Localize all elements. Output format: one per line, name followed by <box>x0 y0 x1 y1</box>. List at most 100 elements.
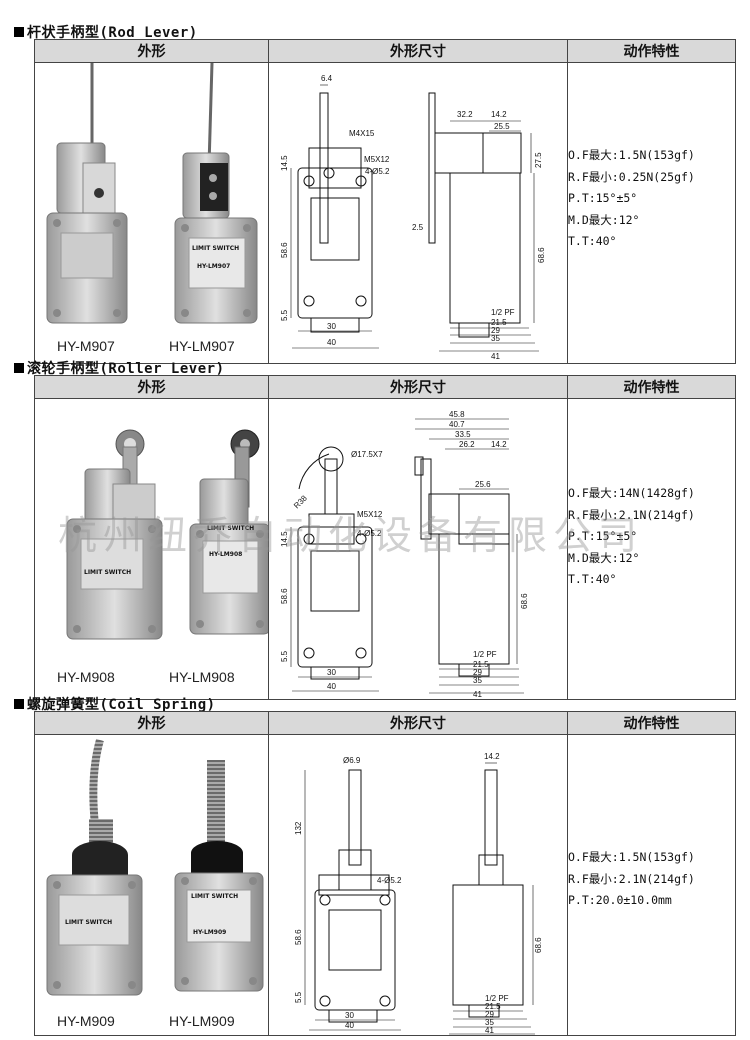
header-dimensions: 外形尺寸 <box>268 711 568 735</box>
dim-label: 58.6 <box>280 588 289 604</box>
product-photo-coil-spring <box>46 738 264 996</box>
property-line: O.F最大:1.5N(153gf) <box>568 850 695 864</box>
header-characteristics: 动作特性 <box>567 39 736 63</box>
property-line: P.T:20.0±10.0mm <box>568 893 672 907</box>
dimension-drawing-roller-lever: Ø17.5X7 R38 M5X12 4-Ø5.2 14.5 58.6 5.5 3… <box>280 410 529 699</box>
property-line: T.T:40° <box>568 572 617 586</box>
dimension-drawing-coil-spring: Ø6.9 132 4-Ø5.2 58.6 5.5 30 40 14.2 68.6… <box>294 752 543 1035</box>
label-plate-text: LIMIT SWITCH <box>84 569 132 576</box>
dim-label: 41 <box>473 690 482 699</box>
dim-label: 1/2 PF <box>491 308 515 317</box>
section-title-rod-lever: 杆状手柄型(Rod Lever) <box>14 22 198 42</box>
dim-label: 41 <box>491 352 500 361</box>
spec-table-coil-spring: 外形 外形尺寸 动作特性 <box>34 711 736 1036</box>
dim-label: M5X12 <box>357 510 383 519</box>
dim-label: 68.6 <box>534 937 543 953</box>
label-plate-text: LIMIT SWITCH <box>207 525 255 532</box>
property-line: M.D最大:12° <box>568 212 640 227</box>
dim-label: 14.2 <box>491 110 507 119</box>
dim-label: 2.5 <box>412 223 424 232</box>
dim-label: 68.6 <box>537 247 546 263</box>
dim-label: 14.2 <box>484 752 500 761</box>
property-line: M.D最大:12° <box>568 550 640 565</box>
spec-table-roller-lever: 外形 外形尺寸 动作特性 <box>34 375 736 700</box>
dim-label: 35 <box>491 334 500 343</box>
dim-label: 58.6 <box>280 242 289 258</box>
product-photo-rod-lever <box>46 63 258 324</box>
dim-label: 29 <box>485 1010 494 1019</box>
dim-label: 30 <box>327 668 336 677</box>
dim-label: 40.7 <box>449 420 465 429</box>
property-line: R.F最小:2.1N(214gf) <box>568 507 695 522</box>
dimension-drawing-cell: 6.4 M4X15 M5X12 4-Ø5.2 14.5 58.6 5.5 30 … <box>268 62 568 364</box>
dim-label: 35 <box>473 676 482 685</box>
dim-label: 21.5 <box>485 1002 501 1011</box>
characteristics-cell: O.F最大:1.5N(153gf) R.F最小:0.25N(25gf) P.T:… <box>567 62 736 364</box>
dim-label: 40 <box>327 682 336 691</box>
dim-label: 29 <box>473 668 482 677</box>
dim-label: 58.6 <box>294 929 303 945</box>
section-title-coil-spring: 螺旋弹簧型(Coil Spring) <box>14 694 216 714</box>
dim-label: 25.5 <box>494 122 510 131</box>
dimension-drawing-rod-lever: 6.4 M4X15 M5X12 4-Ø5.2 14.5 58.6 5.5 30 … <box>280 74 546 361</box>
dim-label: Ø6.9 <box>343 756 361 765</box>
property-line: R.F最小:0.25N(25gf) <box>568 169 695 184</box>
dim-label: 45.8 <box>449 410 465 419</box>
property-line: P.T:15°±5° <box>568 191 638 205</box>
appearance-cell: LIMIT SWITCH HY-LM907 HY-M907 HY-LM907 <box>34 62 269 364</box>
dim-label: 4-Ø5.2 <box>365 167 390 176</box>
dim-label: 5.5 <box>294 991 303 1003</box>
header-characteristics: 动作特性 <box>567 375 736 399</box>
dim-label: 21.5 <box>473 660 489 669</box>
property-line: O.F最大:1.5N(153gf) <box>568 148 695 162</box>
dim-label: M5X12 <box>364 155 390 164</box>
dim-label: 30 <box>327 322 336 331</box>
dim-label: 68.6 <box>520 593 529 609</box>
product-name: HY-M909 <box>57 1013 115 1029</box>
label-plate-model: HY-LM909 <box>193 929 227 936</box>
header-appearance: 外形 <box>34 39 269 63</box>
product-name: HY-M908 <box>57 669 115 685</box>
dim-label: 40 <box>327 338 336 347</box>
dim-label: 32.2 <box>457 110 473 119</box>
dim-label: 41 <box>485 1026 494 1035</box>
label-plate-text: LIMIT SWITCH <box>192 245 240 252</box>
appearance-cell: LIMIT SWITCH LIMIT SWITCH HY-LM909 HY-M9… <box>34 734 269 1036</box>
label-plate-text: LIMIT SWITCH <box>191 893 239 900</box>
label-plate-model: HY-LM907 <box>197 263 231 270</box>
header-appearance: 外形 <box>34 711 269 735</box>
dim-label: 27.5 <box>534 152 543 168</box>
dim-label: 30 <box>345 1011 354 1020</box>
dim-label: 35 <box>485 1018 494 1027</box>
label-plate-text: LIMIT SWITCH <box>65 919 113 926</box>
property-line: R.F最小:2.1N(214gf) <box>568 871 695 886</box>
product-name: HY-LM908 <box>169 669 235 685</box>
dim-label: 33.5 <box>455 430 471 439</box>
section-title-roller-lever: 滚轮手柄型(Roller Lever) <box>14 358 225 378</box>
spec-table-rod-lever: 外形 外形尺寸 动作特性 <box>34 39 736 364</box>
product-photo-roller-lever <box>66 429 268 640</box>
dim-label: 5.5 <box>280 309 289 321</box>
dim-label: 1/2 PF <box>485 994 509 1003</box>
dim-label: 4-Ø5.2 <box>357 529 382 538</box>
property-line: P.T:15°±5° <box>568 529 638 543</box>
characteristics-cell: O.F最大:1.5N(153gf) R.F最小:2.1N(214gf) P.T:… <box>567 734 736 1036</box>
header-dimensions: 外形尺寸 <box>268 39 568 63</box>
dim-label: 40 <box>345 1021 354 1030</box>
dim-label: 21.5 <box>491 318 507 327</box>
dim-label: 14.5 <box>280 531 289 547</box>
label-plate-model: HY-LM908 <box>209 551 243 558</box>
dim-label: Ø17.5X7 <box>351 450 383 459</box>
product-name: HY-M907 <box>57 338 115 354</box>
header-dimensions: 外形尺寸 <box>268 375 568 399</box>
dim-label: 29 <box>491 326 500 335</box>
dim-label: 14.5 <box>280 155 289 171</box>
dim-label: R38 <box>292 493 309 510</box>
dim-label: M4X15 <box>349 129 375 138</box>
dimension-drawing-cell: Ø17.5X7 R38 M5X12 4-Ø5.2 14.5 58.6 5.5 3… <box>268 398 568 700</box>
header-appearance: 外形 <box>34 375 269 399</box>
dimension-drawing-cell: Ø6.9 132 4-Ø5.2 58.6 5.5 30 40 14.2 68.6… <box>268 734 568 1036</box>
product-name: HY-LM907 <box>169 338 235 354</box>
characteristics-cell: O.F最大:14N(1428gf) R.F最小:2.1N(214gf) P.T:… <box>567 398 736 700</box>
dim-label: 14.2 <box>491 440 507 449</box>
